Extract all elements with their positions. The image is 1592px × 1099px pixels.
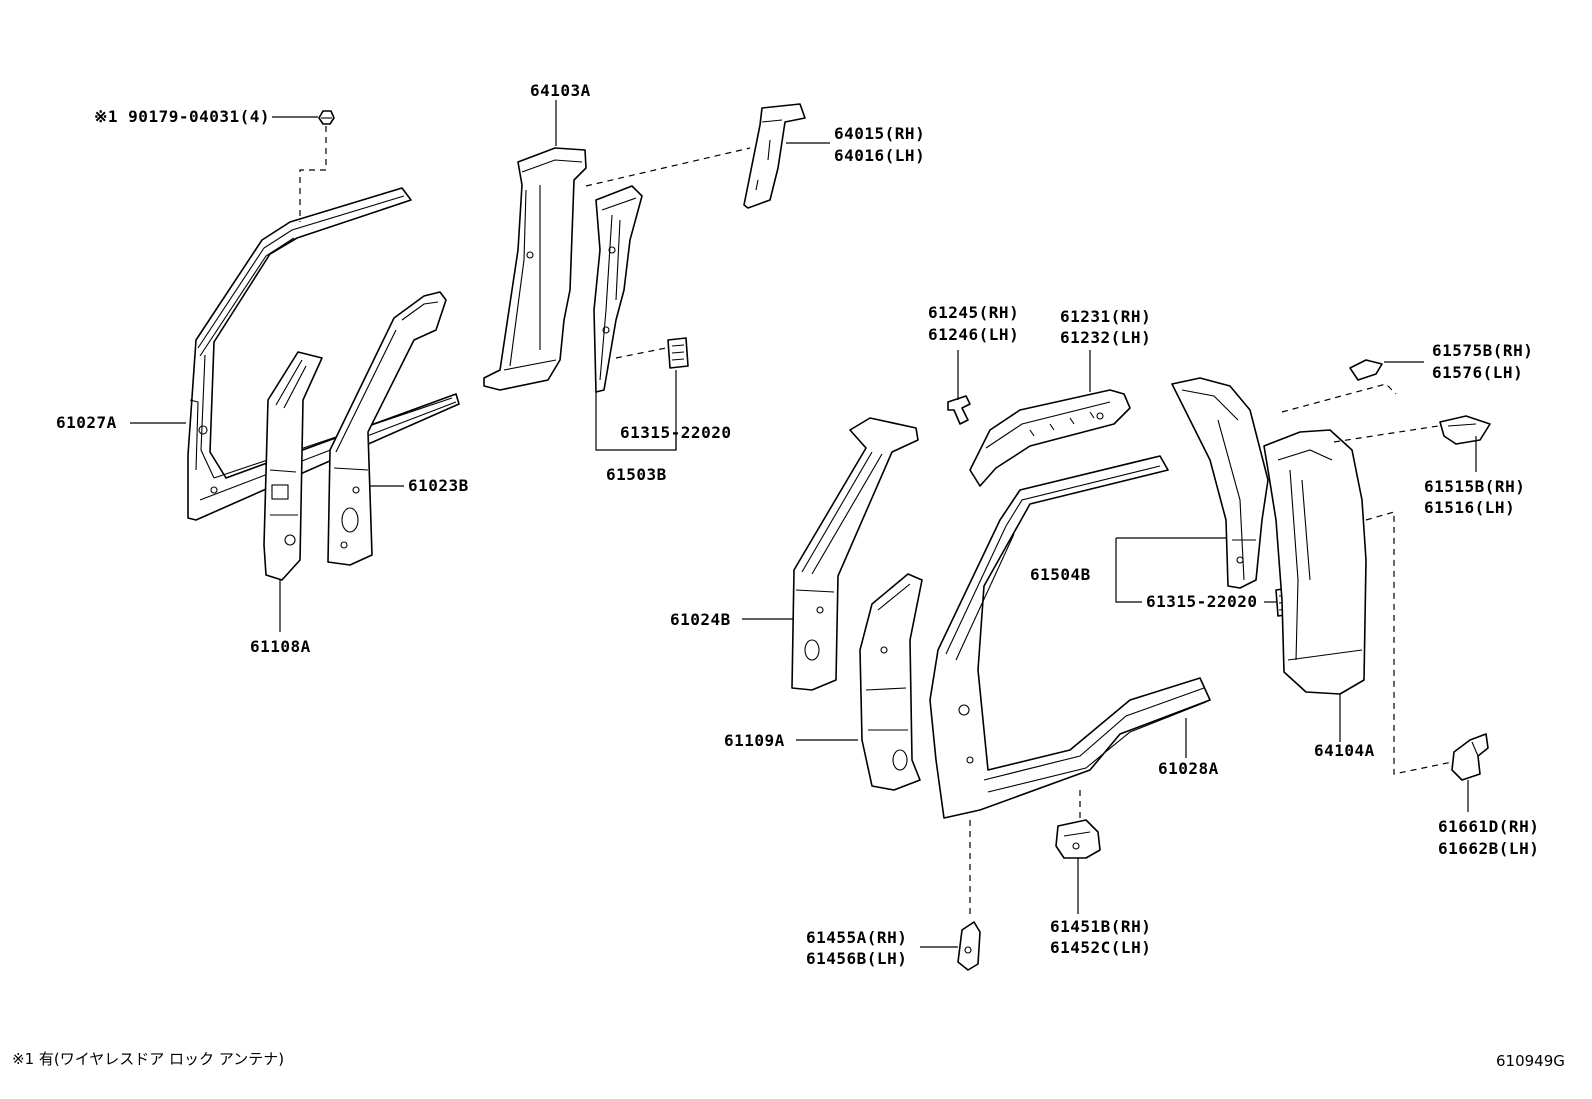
pillar-61504b-part [1171,377,1269,589]
label-64104a: 64104A [1314,741,1375,760]
bracket-61515b-part [1439,415,1491,445]
pillar-61024b-part [791,417,919,691]
label-61456b-lh: 61456B(LH) [806,949,907,968]
label-61516-lh: 61516(LH) [1424,498,1515,517]
label-61503b: 61503B [606,465,667,484]
label-61109a: 61109A [724,731,785,750]
label-61576-lh: 61576(LH) [1432,363,1523,382]
diagram-code: 610949G [1496,1052,1565,1070]
label-61451b-rh: 61451B(RH) [1050,917,1151,936]
label-61245-rh: 61245(RH) [928,303,1019,322]
label-61024b: 61024B [670,610,731,629]
panel-64104a-part [1263,429,1367,695]
bracket-61451b-part [1055,819,1101,859]
label-61504b: 61504B [1030,565,1091,584]
label-64016-lh: 64016(LH) [834,146,925,165]
label-61027a: 61027A [56,413,117,432]
quarter-61028a-part [929,455,1211,819]
bracket-61245-part [947,395,971,425]
bracket-61455a-part [957,921,981,971]
label-61455a-rh: 61455A(RH) [806,928,907,947]
label-61315-22020-left: 61315-22020 [620,423,731,442]
label-61231-rh: 61231(RH) [1060,307,1151,326]
pillar-61023b-part [327,291,447,566]
pillar-61503b-part [593,185,643,393]
leader-lines [130,100,1477,948]
garnish-64015-part [743,103,806,209]
label-90179-04031: ※1 90179-04031(4) [94,107,270,126]
front-pillar-61027a-part [187,187,460,521]
nut-90179-part [318,110,335,125]
bracket-61661d-part [1451,733,1489,781]
label-61661d-rh: 61661D(RH) [1438,817,1539,836]
bracket-61575b-part [1349,359,1383,381]
label-61575b-rh: 61575B(RH) [1432,341,1533,360]
label-61662b-lh: 61662B(LH) [1438,839,1539,858]
roof-rail-61231-part [969,389,1131,487]
assembly-dashed-lines [299,126,1453,918]
pillar-61108a-part [263,351,323,581]
label-61028a: 61028A [1158,759,1219,778]
label-61232-lh: 61232(LH) [1060,328,1151,347]
label-61023b: 61023B [408,476,469,495]
label-61246-lh: 61246(LH) [928,325,1019,344]
label-61452c-lh: 61452C(LH) [1050,938,1151,957]
label-64015-rh: 64015(RH) [834,124,925,143]
footnote: ※1 有(ワイヤレスドア ロック アンテナ) [12,1050,284,1068]
label-61315-22020-right: 61315-22020 [1146,592,1257,611]
pillar-64103a-part [483,147,587,391]
label-61515b-rh: 61515B(RH) [1424,477,1525,496]
pillar-61109a-part [859,573,923,791]
label-61108a: 61108A [250,637,311,656]
label-64103a: 64103A [530,81,591,100]
plate-61315-left-part [667,337,689,369]
